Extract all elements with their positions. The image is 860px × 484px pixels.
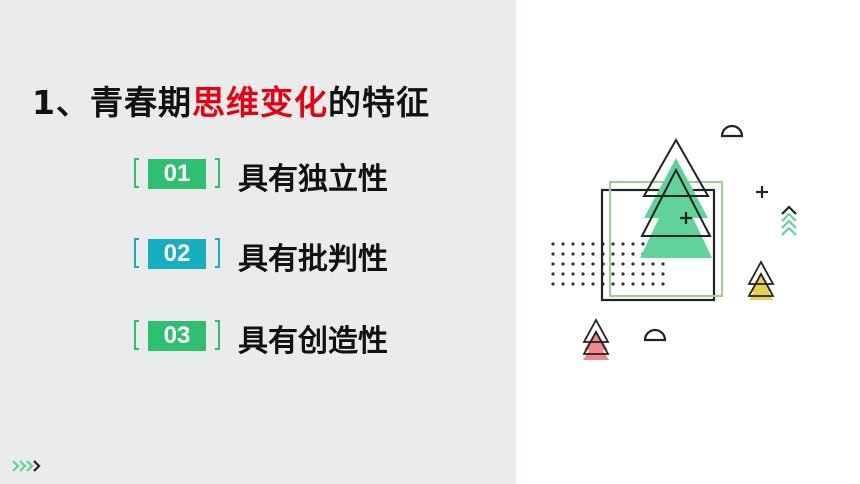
feature-label: 具有独立性 — [238, 162, 388, 197]
semicircle-icon — [643, 328, 667, 342]
badge-number: 01 — [148, 159, 206, 189]
title-prefix: 1、青春期 — [32, 83, 192, 122]
feature-label: 具有批判性 — [238, 242, 388, 277]
plus-icon — [756, 186, 768, 198]
plus-icon — [680, 212, 692, 224]
chevrons-right-icon — [12, 460, 41, 472]
square-frame-icon — [600, 188, 716, 302]
bracket-left-icon — [134, 320, 139, 350]
bracket-right-icon — [215, 158, 220, 188]
chevrons-up-icon — [781, 205, 797, 236]
small-triangle-tree-icon-yellow — [747, 260, 775, 300]
number-badge: 03 — [134, 318, 220, 354]
number-badge: 01 — [134, 156, 220, 192]
badge-number: 03 — [148, 321, 206, 351]
number-badge: 02 — [134, 236, 220, 272]
bracket-right-icon — [215, 320, 220, 350]
bracket-left-icon — [134, 238, 139, 268]
badge-number: 02 — [148, 239, 206, 269]
bracket-left-icon — [134, 158, 139, 188]
small-triangle-tree-icon-pink — [582, 318, 610, 360]
bracket-right-icon — [215, 238, 220, 268]
title-suffix: 的特征 — [327, 83, 430, 122]
slide-title: 1、青春期思维变化的特征 — [32, 76, 430, 124]
semicircle-icon — [720, 124, 744, 138]
triangle-tree-icon — [640, 137, 712, 258]
feature-label: 具有创造性 — [238, 324, 388, 359]
title-highlight: 思维变化 — [191, 83, 328, 122]
left-panel — [0, 0, 516, 484]
